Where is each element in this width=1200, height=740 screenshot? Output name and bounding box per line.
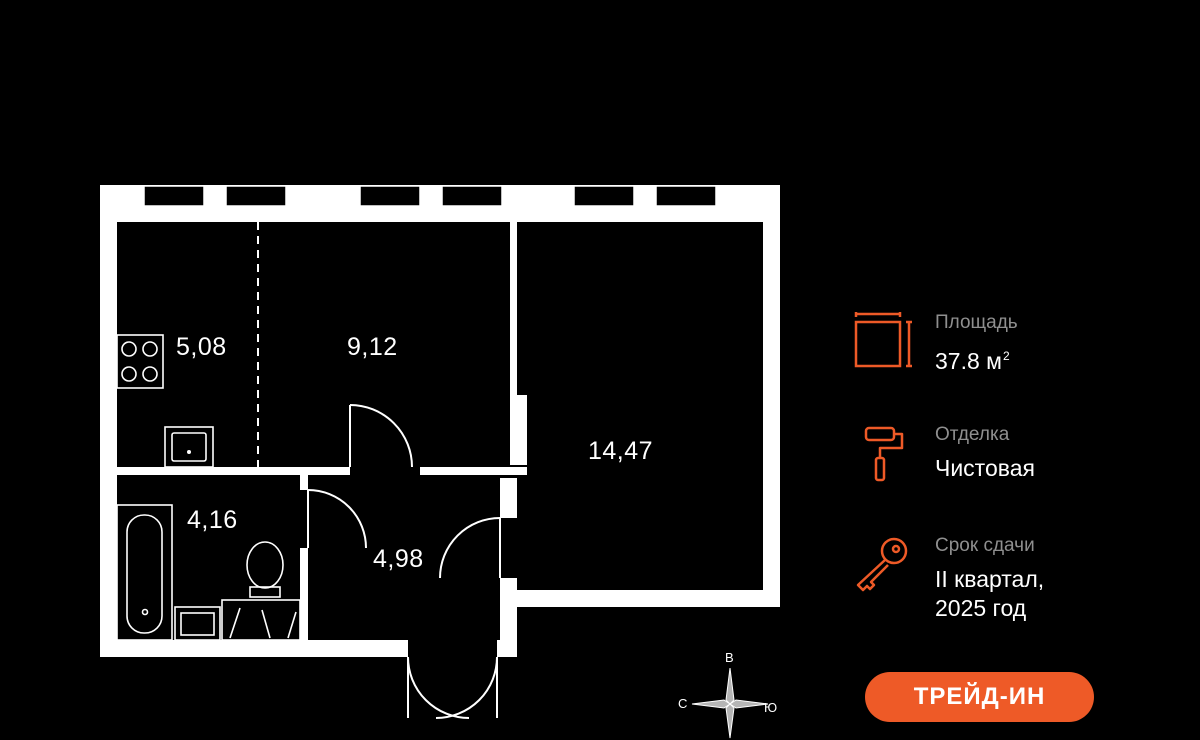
room-area-bedroom: 14,47 — [588, 437, 654, 465]
floor-plan — [100, 185, 780, 719]
compass-west-label: С — [678, 696, 688, 711]
key-icon — [856, 537, 908, 592]
room-area-living: 9,12 — [347, 333, 398, 361]
room-area-hallway: 4,98 — [373, 545, 424, 573]
finish-value: Чистовая — [935, 455, 1035, 481]
info-area: Площадь 37.8 м2 — [850, 312, 1180, 374]
delivery-label: Срок сдачи — [935, 535, 1035, 556]
trade-in-button[interactable]: ТРЕЙД-ИН — [865, 672, 1094, 722]
compass-north-label: В — [725, 650, 734, 665]
finish-label: Отделка — [935, 424, 1010, 445]
delivery-value: II квартал, 2025 год — [935, 565, 1044, 623]
compass-east-label: Ю — [764, 700, 778, 715]
compass-rose-icon — [691, 667, 769, 739]
info-delivery: Срок сдачи II квартал, 2025 год — [850, 535, 1180, 625]
area-value: 37.8 м2 — [935, 342, 1010, 376]
delivery-quarter: II квартал, — [935, 566, 1045, 592]
area-number: 37.8 м — [935, 348, 1002, 374]
area-unit-superscript: 2 — [1002, 349, 1010, 363]
paint-roller-icon — [864, 426, 904, 482]
room-area-kitchen: 5,08 — [176, 333, 227, 361]
delivery-year: 2025 год — [935, 595, 1027, 621]
info-finish: Отделка Чистовая — [850, 424, 1180, 484]
area-frame-icon — [854, 312, 912, 368]
room-area-bathroom: 4,16 — [187, 506, 238, 534]
area-label: Площадь — [935, 312, 1018, 333]
